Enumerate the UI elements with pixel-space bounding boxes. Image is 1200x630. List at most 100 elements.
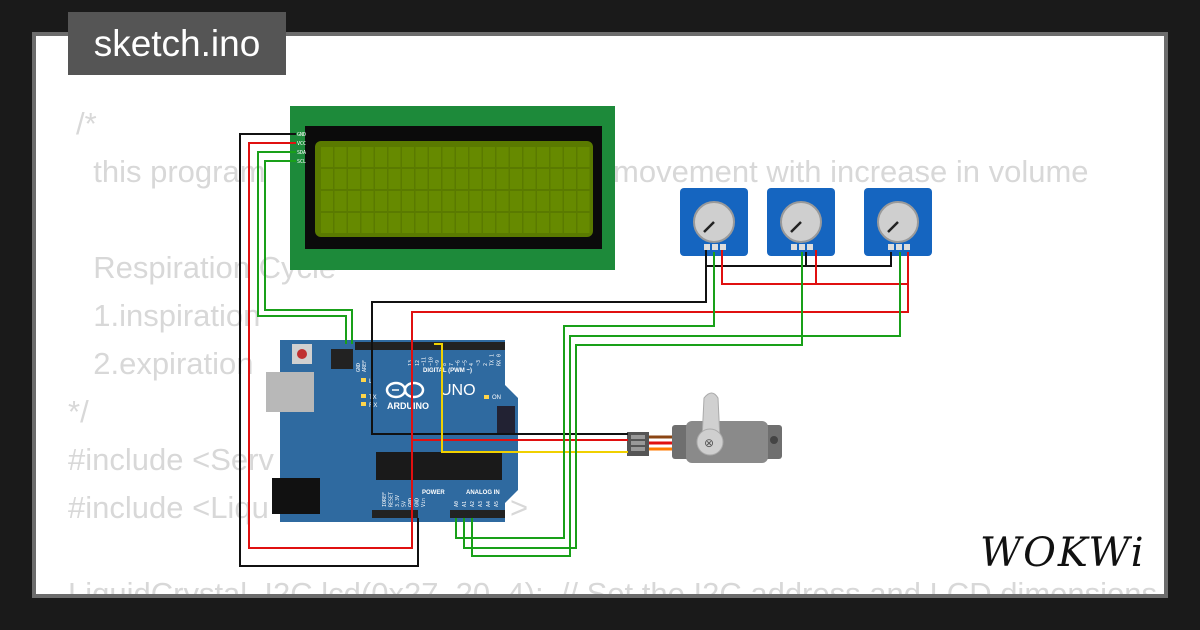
wire-gnd-pot3 xyxy=(806,252,892,267)
lcd-char-cell xyxy=(442,191,455,211)
digital-pin-label: TX 1 xyxy=(490,354,496,366)
lcd-char-cell xyxy=(429,169,441,189)
analog-pin-label: A4 xyxy=(486,501,492,507)
lcd-char-cell xyxy=(375,213,387,233)
lcd-char-cell xyxy=(415,147,428,167)
lcd-char-cell xyxy=(469,213,482,233)
lcd-char-cell xyxy=(375,169,387,189)
code-line: #include <Serv xyxy=(68,442,274,477)
lcd-char-cell xyxy=(388,147,401,167)
digital-label: DIGITAL (PWM ~) xyxy=(423,368,472,374)
lcd-char-cell xyxy=(577,213,590,233)
lcd-char-cell xyxy=(456,169,468,189)
lcd-char-cell xyxy=(402,213,414,233)
potentiometer-3[interactable] xyxy=(864,188,932,256)
potentiometer-2[interactable] xyxy=(767,188,835,256)
digital-header xyxy=(355,342,505,350)
lcd-char-cell xyxy=(496,169,509,189)
lcd-char-cell xyxy=(375,147,387,167)
digital-pin-label: 7 xyxy=(449,363,455,366)
lcd-char-cell xyxy=(537,191,549,211)
lcd-char-cell xyxy=(523,169,536,189)
lcd-char-cell xyxy=(348,169,360,189)
lcd-char-cell xyxy=(402,147,414,167)
arduino-model: UNO xyxy=(440,382,476,399)
on-label: ON xyxy=(492,395,501,401)
lcd-char-cell xyxy=(348,191,360,211)
lcd-char-cell xyxy=(429,213,441,233)
lcd-character-grid xyxy=(321,147,590,233)
digital-pin-label: ~3 xyxy=(476,360,482,366)
wokwi-logo-text: WOKWi xyxy=(980,530,1146,576)
wire-lcd-sda xyxy=(257,151,347,344)
lcd-char-cell xyxy=(483,213,495,233)
wokwi-logo: WOKWi xyxy=(980,530,1146,576)
lcd-char-cell xyxy=(577,191,590,211)
lcd-char-cell xyxy=(577,147,590,167)
digital-pin-label: ~11 xyxy=(422,357,428,366)
reset-button-cap xyxy=(297,349,307,359)
wire-pot2-wiper xyxy=(463,252,803,549)
lcd-char-cell xyxy=(537,213,549,233)
code-line: movement with increase in volume xyxy=(613,154,1089,189)
wire-pot1-wiper xyxy=(455,252,715,539)
lcd-char-cell xyxy=(537,169,549,189)
icsp-header-2 xyxy=(497,406,515,434)
analog-pin-label: A1 xyxy=(462,501,468,507)
power-pin-label: 3.3V xyxy=(395,495,401,507)
wire-lcd-gnd xyxy=(239,133,419,567)
lcd-char-cell xyxy=(321,213,333,233)
code-background: /* this program movement with increase i… xyxy=(36,36,1164,594)
lcd-char-cell xyxy=(483,191,495,211)
arduino-uno-board[interactable]: L TX RX ARDUINO UNO DIGITAL (PWM ~) POWE… xyxy=(266,340,518,522)
led-on xyxy=(484,395,489,399)
lcd-char-cell xyxy=(442,213,455,233)
arduino-brand: ARDUINO xyxy=(387,401,429,411)
code-line: 2.expiration xyxy=(76,346,254,381)
potentiometer-1[interactable] xyxy=(680,188,748,256)
lcd-pin-gnd: GND xyxy=(297,132,306,138)
digital-pin-label: ~10 xyxy=(428,357,434,366)
lcd-char-cell xyxy=(550,147,563,167)
power-pin-label: RESET xyxy=(389,492,395,507)
lcd-display[interactable]: GND VCC SDA SCL xyxy=(290,106,615,270)
wire-lcd-scl xyxy=(264,160,353,344)
sketch-tab[interactable]: sketch.ino xyxy=(68,12,286,75)
lcd-char-cell xyxy=(361,191,374,211)
lcd-char-cell xyxy=(469,169,482,189)
wire-gnd-bus xyxy=(371,250,707,435)
digital-pin-label: 8 xyxy=(442,363,448,366)
code-line: #include <Liqu xyxy=(68,490,269,525)
lcd-char-cell xyxy=(577,169,590,189)
analog-pin-label: A3 xyxy=(478,501,484,507)
lcd-char-cell xyxy=(334,191,347,211)
lcd-char-cell xyxy=(550,191,563,211)
lcd-char-cell xyxy=(483,147,495,167)
analog-header xyxy=(450,510,505,518)
lcd-char-cell xyxy=(550,213,563,233)
lcd-char-cell xyxy=(456,147,468,167)
power-pin-label: IOREF xyxy=(382,492,388,507)
analog-pin-label: A0 xyxy=(454,501,460,507)
lcd-char-cell xyxy=(348,147,360,167)
lcd-char-cell xyxy=(415,191,428,211)
code-line: LiquidCrystal_I2C lcd(0x27, 20, 4); // S… xyxy=(68,576,1157,594)
wire-vcc-bus xyxy=(411,284,909,548)
servo-connector-pin xyxy=(631,447,645,451)
lcd-char-cell xyxy=(510,191,522,211)
servo-motor[interactable]: ⊗ xyxy=(627,392,782,463)
lcd-char-cell xyxy=(456,191,468,211)
lcd-char-cell xyxy=(321,147,333,167)
lcd-char-cell xyxy=(483,169,495,189)
lcd-char-cell xyxy=(442,169,455,189)
lcd-char-cell xyxy=(496,147,509,167)
lcd-char-cell xyxy=(388,213,401,233)
lcd-char-cell xyxy=(496,213,509,233)
lcd-char-cell xyxy=(388,191,401,211)
lcd-char-cell xyxy=(469,191,482,211)
lcd-char-cell xyxy=(402,169,414,189)
lcd-char-cell xyxy=(361,147,374,167)
lcd-pin-vcc: VCC xyxy=(297,141,306,147)
